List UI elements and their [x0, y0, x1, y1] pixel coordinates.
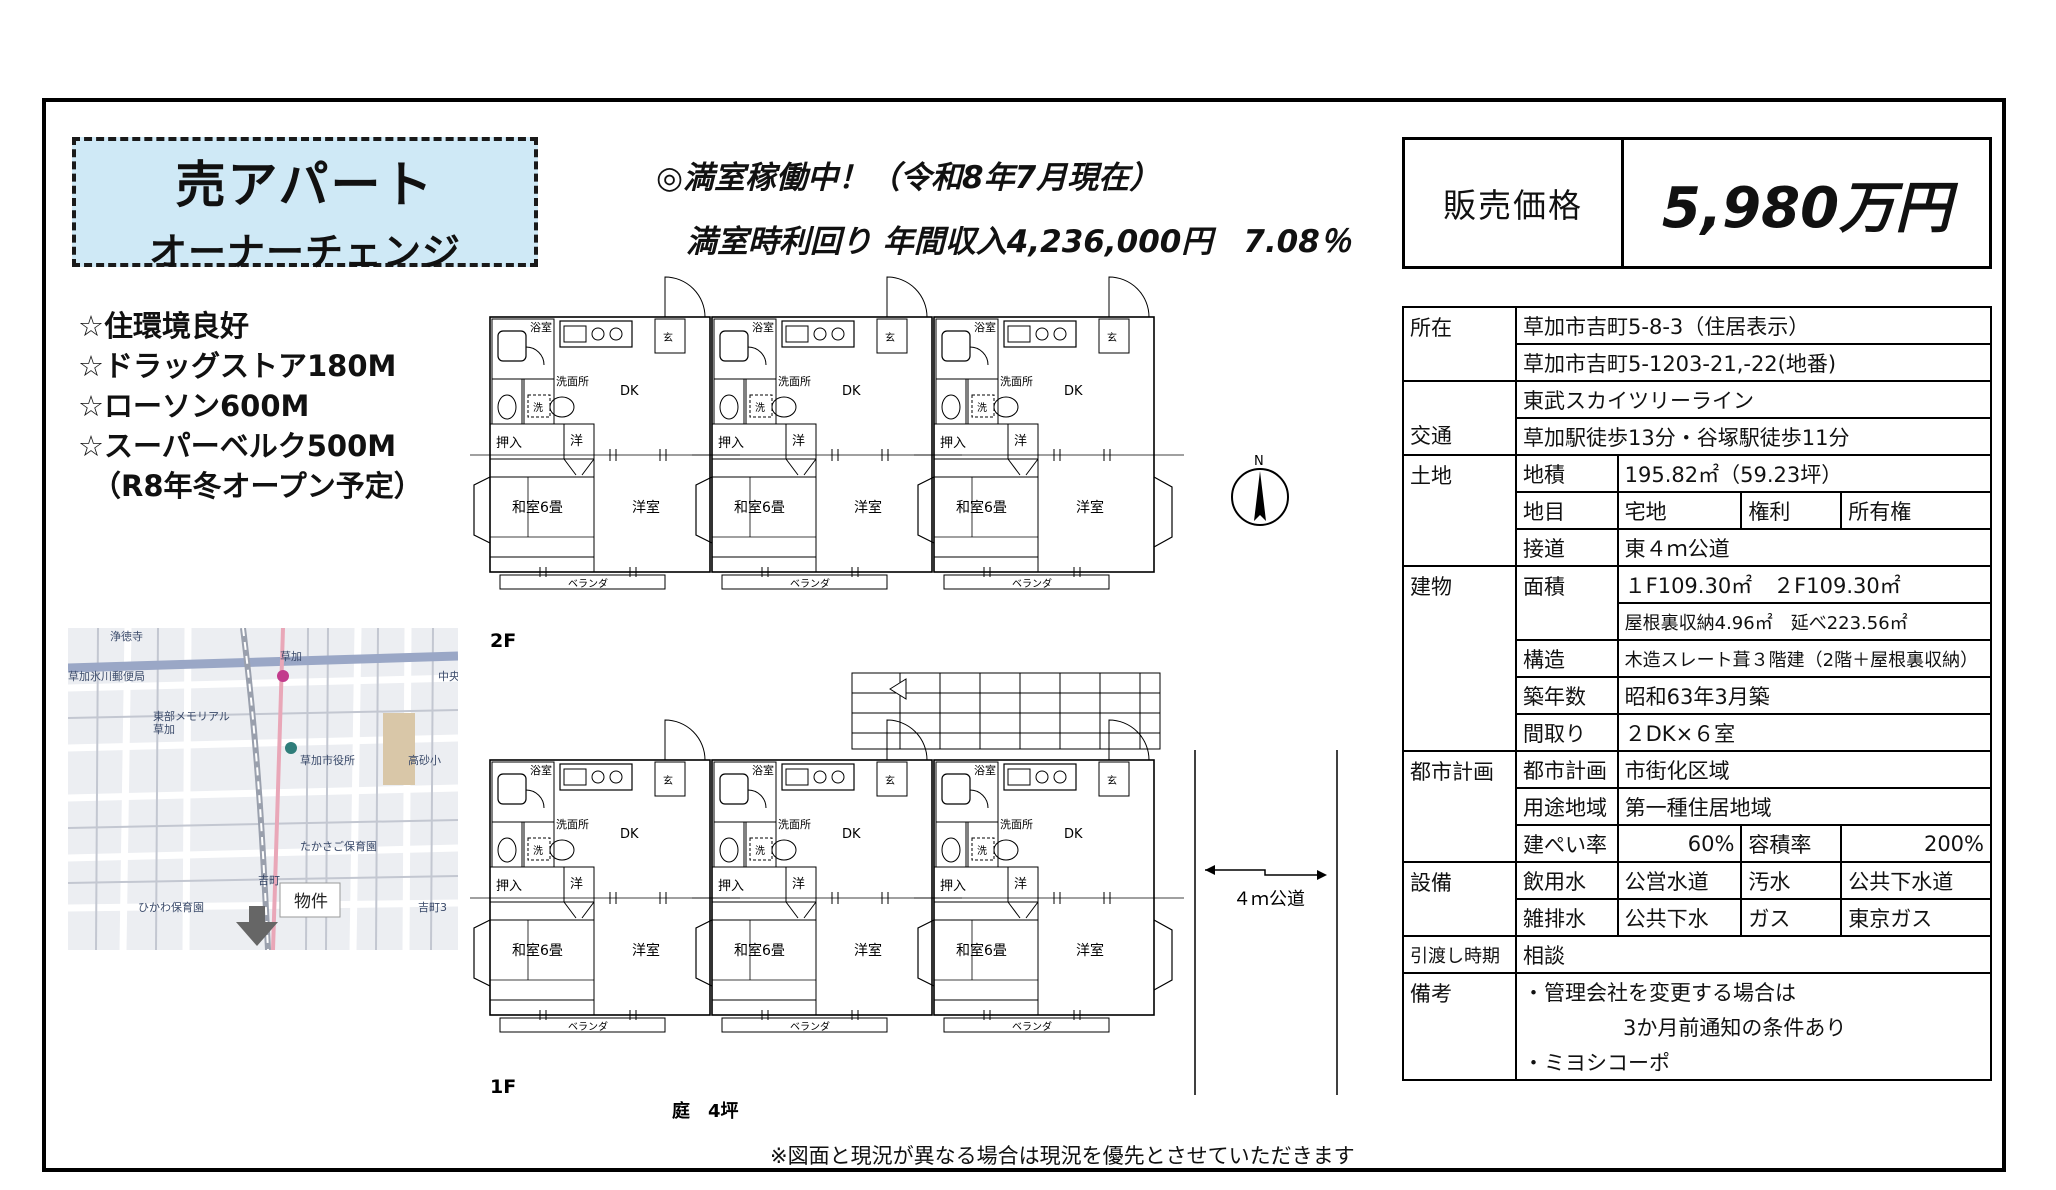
facilities-drain-label: 雑排水: [1515, 898, 1619, 937]
planning-zone-label: 都市計画: [1515, 750, 1619, 789]
price-label: 販売価格: [1405, 140, 1624, 266]
building-structure: 木造スレート葺３階建（2階＋屋根裏収納）: [1616, 639, 1993, 678]
property-info-table: 所在 草加市吉町5-8-3（住居表示） 草加市吉町5-1203-21,-22(地…: [1401, 306, 1993, 1081]
building-area-label: 面積: [1515, 565, 1619, 641]
map-property-label: 物件: [294, 892, 328, 912]
staircase: [851, 672, 1161, 750]
building-structure-label: 構造: [1515, 639, 1619, 678]
feature-item: ☆スーパーベルク500M: [78, 429, 397, 463]
planning-far-label: 容積率: [1740, 824, 1843, 863]
feature-item: ☆ローソン600M: [78, 389, 310, 423]
headline-occupancy: ◎満室稼働中！（令和8年7月現在）: [656, 160, 1161, 196]
planning-head: 都市計画: [1401, 750, 1518, 863]
facilities-water: 公営水道: [1616, 861, 1743, 900]
building-head: 建物: [1401, 565, 1518, 752]
remarks-line1: ・管理会社を変更する場合は: [1515, 972, 1992, 1009]
map-label: 中央: [438, 670, 458, 683]
land-category-label: 地目: [1515, 491, 1619, 530]
sheet-frame: [42, 98, 2006, 1172]
transport-line1: 東武スカイツリーライン: [1515, 380, 1992, 419]
location-line1: 草加市吉町5-8-3（住居表示）: [1515, 306, 1992, 345]
handover-value: 相談: [1515, 935, 1992, 974]
building-layout: ２DK×６室: [1616, 713, 1993, 752]
transport-line2: 草加駅徒歩13分・谷塚駅徒歩11分: [1515, 417, 1992, 456]
location-line2: 草加市吉町5-1203-21,-22(地番): [1515, 343, 1992, 382]
floor-2f-label: 2F: [490, 630, 516, 652]
planning-zone: 市街化区域: [1616, 750, 1993, 789]
facilities-head: 設備: [1401, 861, 1518, 937]
map-label: たかさご保育園: [300, 839, 377, 853]
north-label: N: [1254, 454, 1264, 469]
footnote: ※図面と現況が異なる場合は現況を優先とさせていただきます: [770, 1144, 1355, 1168]
feature-item: ☆住環境良好: [78, 309, 249, 343]
feature-item: ☆ドラッグストア180M: [78, 349, 397, 383]
remarks-head: 備考: [1401, 972, 1518, 1081]
building-age: 昭和63年3月築: [1616, 676, 1993, 715]
land-road: 東４ｍ公道: [1616, 528, 1993, 567]
building-age-label: 築年数: [1515, 676, 1619, 715]
road-label: ４ｍ公道: [1233, 889, 1305, 910]
location-head: 所在: [1401, 306, 1518, 382]
headline-yield: 満室時利回り 年間収入4,236,000円 7.08％: [686, 224, 1351, 260]
map-label: 浄徳寺: [110, 629, 143, 643]
land-area-label: 地積: [1515, 454, 1619, 493]
map-label: 東部メモリアル: [153, 709, 230, 723]
land-head: 土地: [1401, 454, 1518, 567]
road-indicator: ４ｍ公道: [1194, 750, 1338, 1095]
feature-list: ☆住環境良好 ☆ドラッグストア180M ☆ローソン600M ☆スーパーベルク50…: [78, 306, 423, 506]
transport-head: 交通: [1401, 380, 1518, 456]
floor-1f-label: 1F: [490, 1076, 516, 1098]
title-sub: オーナーチェンジ: [148, 230, 461, 274]
floor-plan: 浴室 玄 洗 洗面所 DK 押入 洋: [469, 276, 1338, 1122]
map-label: 草加: [153, 723, 175, 736]
price-box: 販売価格 5,980万円: [1402, 137, 1992, 269]
area-map: 浄徳寺 草加 草加氷川郵便局 東部メモリアル 草加 草加市役所 高砂小 たかさご…: [68, 628, 458, 950]
feature-item: （R8年冬オープン予定）: [92, 469, 423, 503]
building-area-total: 屋根裏収納4.96㎡ 延べ223.56㎡: [1616, 602, 1993, 641]
land-category: 宅地: [1616, 491, 1743, 530]
building-area: １F109.30㎡ ２F109.30㎡: [1616, 565, 1993, 604]
map-label: ひかわ保育園: [138, 900, 204, 914]
facilities-water-label: 飲用水: [1515, 861, 1619, 900]
floor-1f: 1F 庭 4坪: [469, 719, 1185, 1122]
price-value: 5,980万円: [1661, 175, 1952, 241]
remarks-line3: ・ミヨシコーポ: [1515, 1044, 1992, 1081]
map-label: 草加: [280, 650, 302, 663]
facilities-drain: 公共下水: [1616, 898, 1743, 937]
map-label: 高砂小: [408, 753, 441, 767]
map-label: 吉町3: [418, 901, 447, 914]
land-right-label: 権利: [1740, 491, 1843, 530]
title-box: 売アパート オーナーチェンジ: [72, 137, 538, 274]
handover-head: 引渡し時期: [1401, 935, 1518, 974]
floor-2f: 2F: [469, 276, 1185, 652]
remarks-line2: 3か月前通知の条件あり: [1515, 1009, 1992, 1044]
building-layout-label: 間取り: [1515, 713, 1619, 752]
north-compass-icon: N: [1231, 454, 1289, 526]
planning-use: 第一種住居地域: [1616, 787, 1993, 826]
land-road-label: 接道: [1515, 528, 1619, 567]
planning-use-label: 用途地域: [1515, 787, 1619, 826]
title-main: 売アパート: [175, 156, 435, 214]
arrow-down-icon: [236, 906, 278, 946]
map-label: 草加氷川郵便局: [68, 670, 145, 683]
planning-bcr-label: 建ぺい率: [1515, 824, 1619, 863]
facilities-gas: 東京ガス: [1840, 898, 1992, 937]
land-area: 195.82㎡（59.23坪）: [1616, 454, 1993, 493]
facilities-gas-label: ガス: [1740, 898, 1843, 937]
facilities-sewage: 公共下水道: [1840, 861, 1992, 900]
map-label: 草加市役所: [300, 753, 355, 767]
land-right: 所有権: [1840, 491, 1992, 530]
planning-far: 200%: [1840, 824, 1992, 863]
map-graphic: 浄徳寺 草加 草加氷川郵便局 東部メモリアル 草加 草加市役所 高砂小 たかさご…: [68, 628, 458, 950]
garden-label: 庭 4坪: [672, 1100, 739, 1122]
map-label: 吉町: [258, 874, 280, 887]
facilities-sewage-label: 汚水: [1740, 861, 1843, 900]
planning-bcr: 60%: [1616, 824, 1743, 863]
